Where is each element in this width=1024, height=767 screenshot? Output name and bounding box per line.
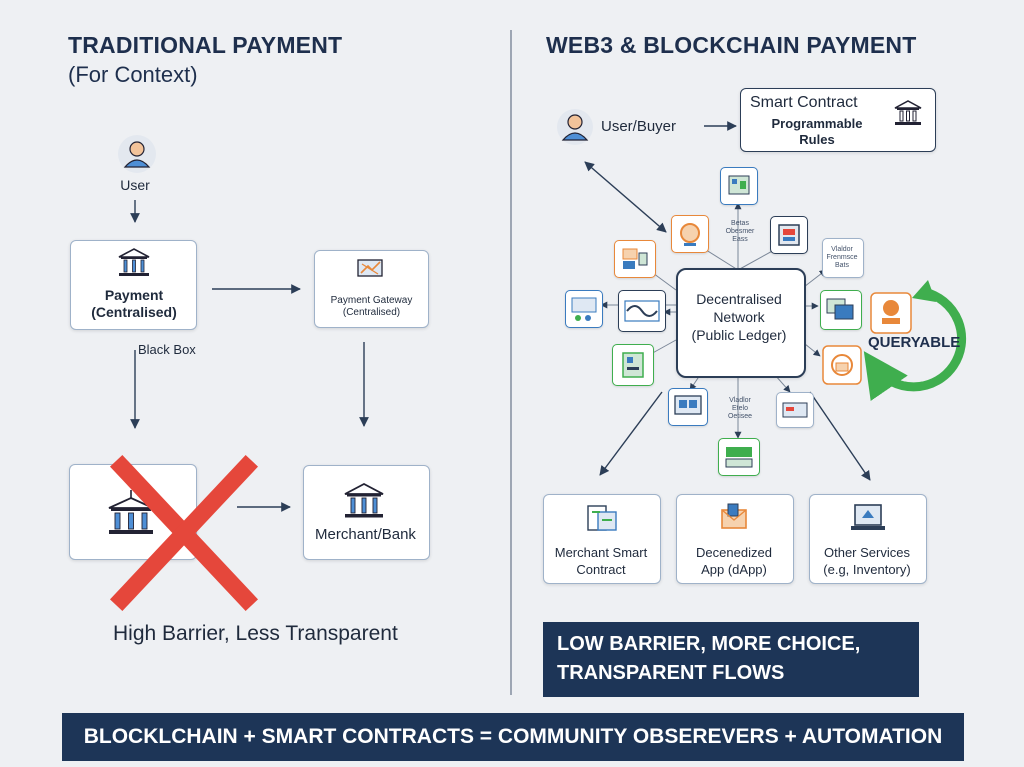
dapp-label-2: App (dApp): [701, 562, 767, 577]
left-subtitle: (For Context): [68, 62, 198, 87]
queryable-label: QUERYABLE: [868, 334, 961, 351]
network-label-1: Decentralised: [696, 291, 782, 307]
merchant-bank-label: Merchant/Bank: [315, 526, 416, 543]
left-user-avatar: [117, 134, 157, 179]
merchant-bank-icon: [342, 480, 386, 525]
node-icon-link: [618, 290, 666, 332]
right-summary-banner: LOW BARRIER, MORE CHOICE, TRANSPARENT FL…: [543, 622, 919, 697]
gateway-label-1: Payment Gateway: [330, 295, 413, 306]
other-label-2: (e.g, Inventory): [823, 562, 911, 577]
user-buyer-label: User/Buyer: [601, 118, 677, 135]
node-text-1-c: Eass: [732, 236, 748, 243]
left-title: TRADITIONAL PAYMENT: [68, 32, 343, 58]
laptop-icon: [849, 500, 887, 541]
left-caption: High Barrier, Less Transparent: [113, 622, 398, 645]
node-icon-coin: [671, 215, 709, 253]
payment-centralised-box: [70, 240, 197, 330]
merchant-bank-box: [303, 465, 430, 560]
node-text-2: Vlaldor Frenmsce Bats: [822, 246, 862, 270]
decentralised-network-hub: [676, 268, 806, 378]
network-label: Decentralised Network (Public Ledger): [676, 290, 802, 344]
node-icon-chip: [612, 344, 654, 386]
user-buyer-icon: [557, 109, 593, 145]
network-label-2: Network: [713, 309, 765, 325]
merchant-contract-icon: [584, 500, 620, 541]
dapp-icon: [716, 500, 752, 541]
node-icon-wallet: [614, 240, 656, 278]
payment-gateway-label: Payment Gateway (Centralised): [314, 295, 429, 319]
smart-contract-sub-2: Rules: [799, 132, 835, 147]
node-text-1-b: Obesmer: [725, 228, 755, 235]
merchant-label-2: Contract: [576, 562, 626, 577]
smart-contract-subtitle: Programmable Rules: [752, 116, 882, 148]
node-text-3-a: Vladlor: [729, 397, 751, 404]
node-icon-camera: [822, 345, 862, 390]
gateway-label-2: (Centralised): [342, 307, 401, 318]
payment-centralised-label: Payment (Centralised): [70, 287, 198, 321]
node-icon-monitor: [668, 388, 708, 426]
payment-label-1: Payment: [104, 287, 164, 303]
node-icon-grid: [565, 290, 603, 328]
node-text-1: Betas Obesmer Eass: [720, 220, 760, 244]
node-text-2-c: Bats: [834, 262, 849, 269]
footer-banner: BLOCKLCHAIN + SMART CONTRACTS = COMMUNIT…: [62, 713, 964, 761]
node-icon-top: [720, 167, 758, 205]
node-text-3: Vladlor Etelo Oetisee: [720, 397, 760, 421]
right-user-avatar: [556, 108, 594, 151]
banner-line-2: TRANSPARENT FLOWS: [557, 662, 785, 684]
gateway-icon: [356, 256, 386, 287]
merchant-label-1: Merchant Smart: [554, 545, 648, 560]
node-icon-safe: [770, 216, 808, 254]
node-text-1-a: Betas: [731, 220, 749, 227]
right-title: WEB3 & BLOCKCHAIN PAYMENT: [546, 32, 917, 58]
payment-label-2: (Centralised): [91, 304, 177, 320]
network-label-3: (Public Ledger): [691, 327, 787, 343]
merchant-contract-label: Merchant Smart Contract: [543, 544, 659, 578]
dapp-label: Decenedized App (dApp): [676, 544, 792, 578]
node-text-3-b: Etelo: [732, 405, 748, 412]
node-icon-ticket: [776, 392, 814, 428]
bank-icon: [116, 246, 152, 283]
node-doc-2: [822, 238, 864, 278]
node-icon-stamp: [870, 292, 912, 339]
node-text-2-a: Vlaldor: [831, 246, 853, 253]
black-box-label: Black Box: [138, 342, 196, 357]
node-icon-cash: [718, 438, 760, 476]
node-text-2-b: Frenmsce: [826, 254, 858, 261]
red-cross-icon: [108, 454, 259, 616]
other-label-1: Other Services: [824, 545, 910, 560]
banner-line-1: LOW BARRIER, MORE CHOICE,: [557, 633, 861, 655]
other-services-label: Other Services (e.g, Inventory): [809, 544, 925, 578]
blocked-bank-icon: [105, 488, 157, 543]
smart-contract-sub-1: Programmable: [771, 116, 863, 131]
contract-bank-icon: [892, 98, 924, 133]
user-icon: [118, 135, 156, 173]
left-user-label: User: [120, 177, 150, 193]
node-icon-cards: [820, 290, 862, 330]
smart-contract-title: Smart Contract: [750, 94, 858, 111]
node-text-3-c: Oetisee: [727, 413, 753, 420]
dapp-label-1: Decenedized: [696, 545, 772, 560]
